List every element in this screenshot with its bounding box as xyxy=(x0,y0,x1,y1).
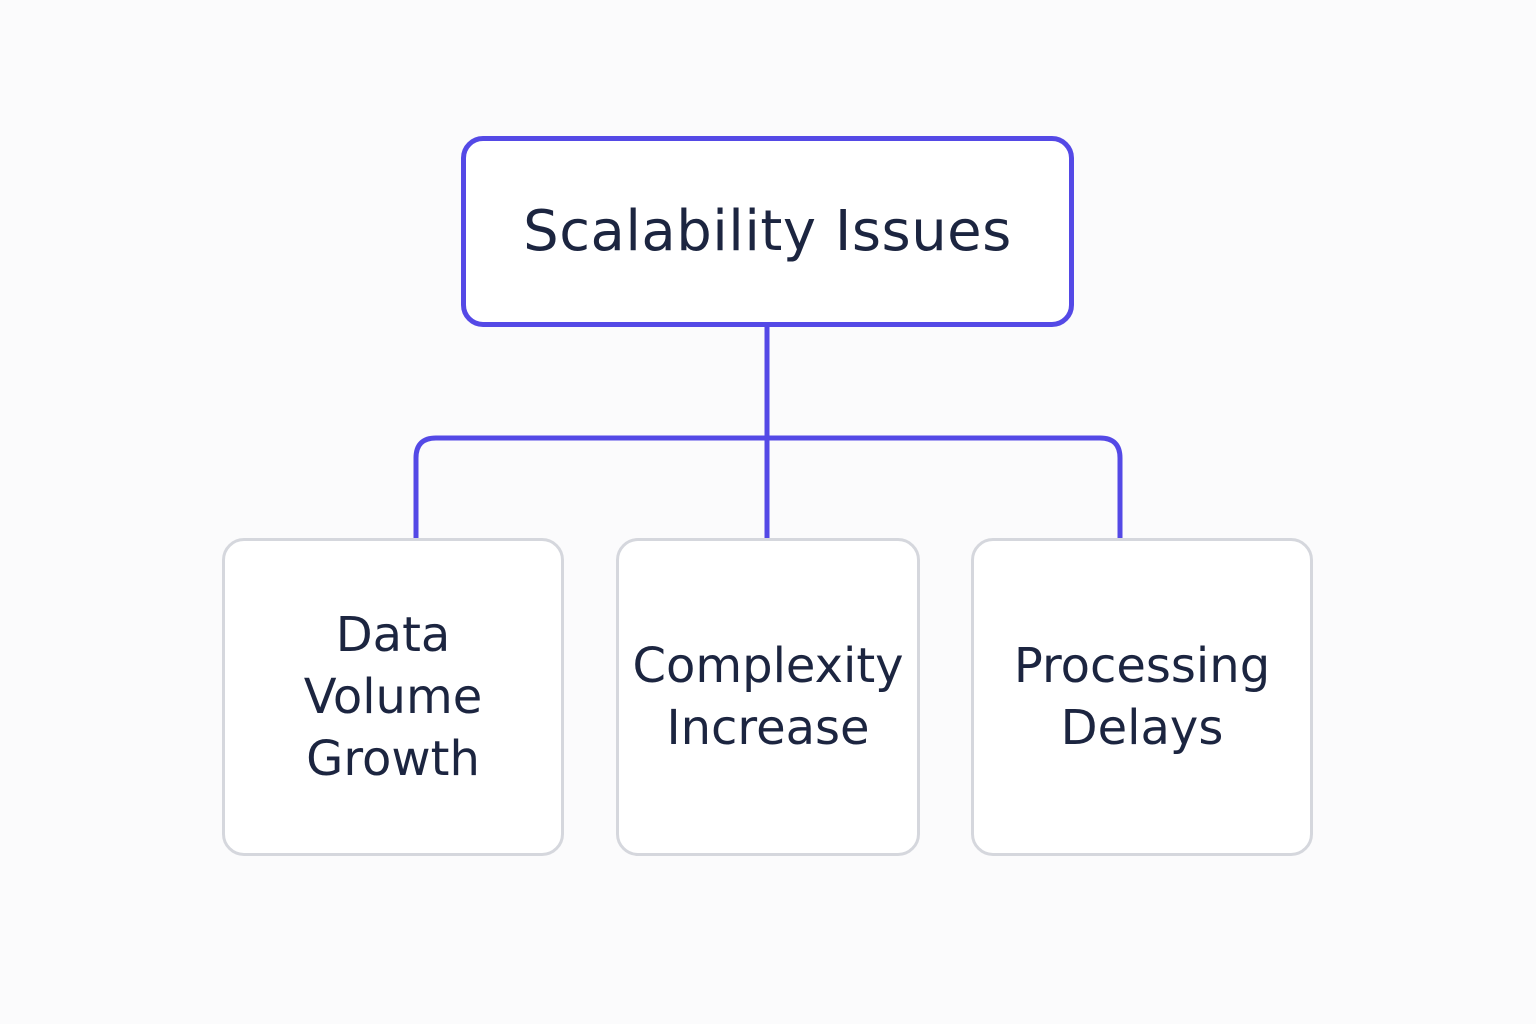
child-node-label-line: Processing xyxy=(1013,638,1271,694)
root-node-label: Scalability Issues xyxy=(523,199,1012,264)
child-node-complexity-increase: Complexity Increase xyxy=(616,538,920,856)
child-node-label: Processing Delays xyxy=(1000,635,1284,759)
child-node-label-line: Increase xyxy=(666,700,870,756)
child-node-label-line: Complexity xyxy=(632,638,904,694)
child-node-label-line: Volume xyxy=(303,669,483,725)
child-node-label-line: Delays xyxy=(1060,700,1224,756)
child-node-label-line: Growth xyxy=(306,731,480,787)
child-node-label: Data Volume Growth xyxy=(290,604,497,790)
child-node-label: Complexity Increase xyxy=(618,635,917,759)
root-node: Scalability Issues xyxy=(461,136,1074,327)
child-node-processing-delays: Processing Delays xyxy=(971,538,1313,856)
child-node-label-line: Data xyxy=(335,607,451,663)
child-node-data-volume-growth: Data Volume Growth xyxy=(222,538,564,856)
